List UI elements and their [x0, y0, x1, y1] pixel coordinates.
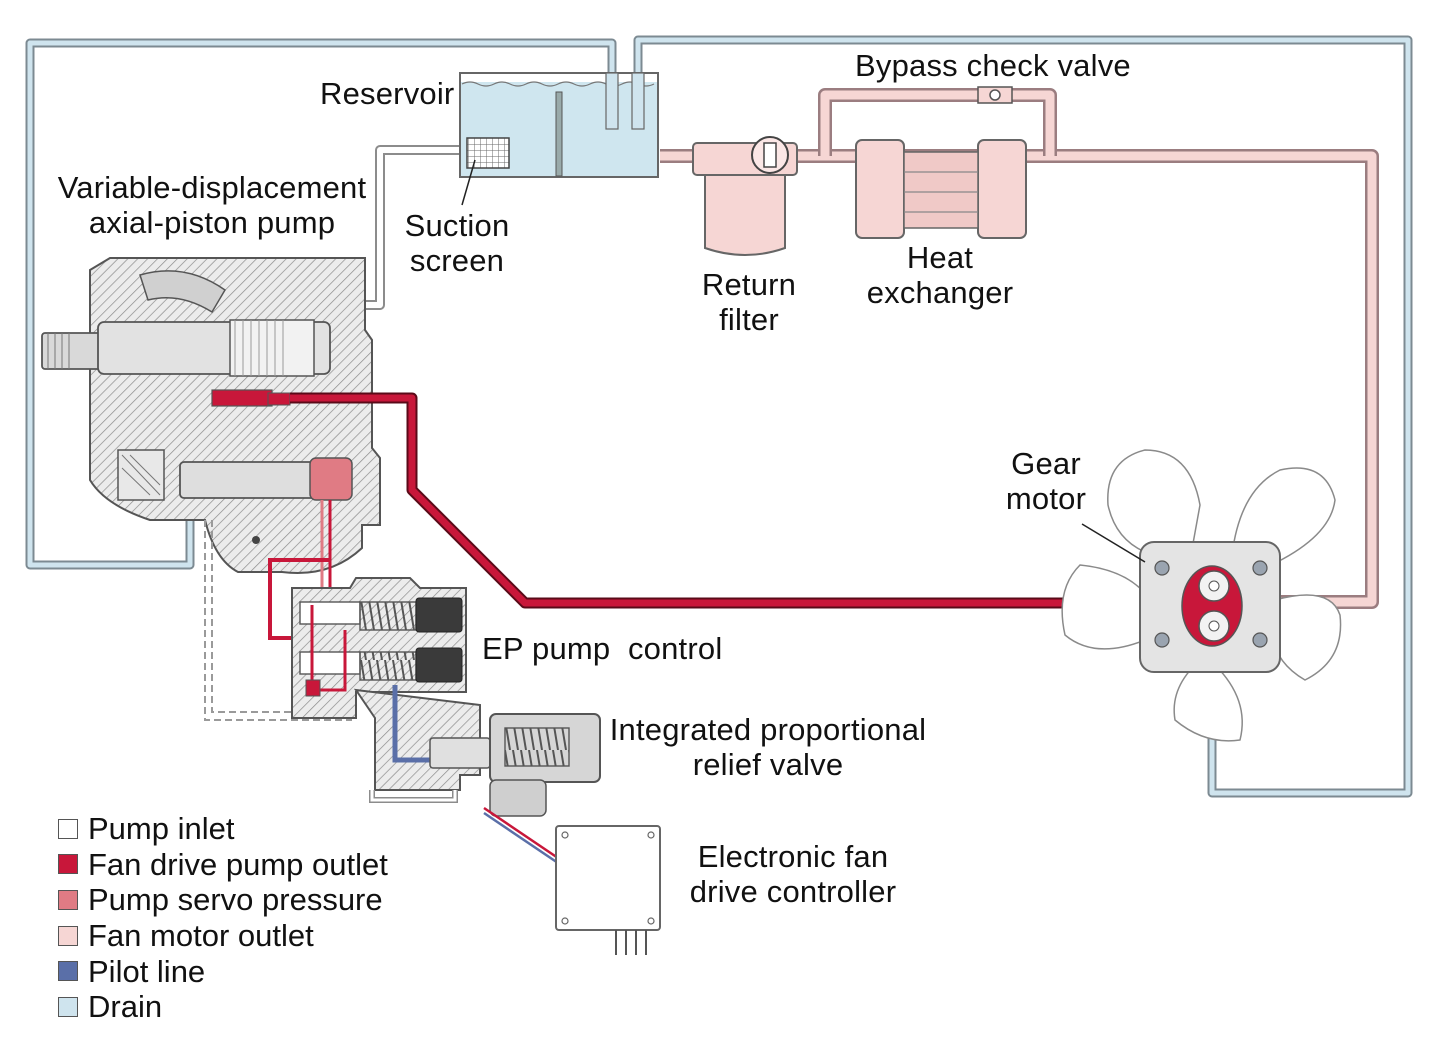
- ep-pump-control: [291, 577, 467, 719]
- legend-item-fan-drive-pump-outlet: Fan drive pump outlet: [58, 847, 388, 883]
- heat-exchanger-label-line-1: Heat: [906, 240, 974, 275]
- controller-label: Electronic fan drive controller: [678, 839, 908, 909]
- bypass-check-valve: [977, 86, 1013, 104]
- gear-motor-label-line-1: Gear: [1011, 446, 1081, 481]
- suction-screen-label: Suction screen: [396, 208, 518, 278]
- legend-item-drain: Drain: [58, 989, 388, 1025]
- pump-label: Variable-displacement axial-piston pump: [52, 170, 372, 240]
- axial-piston-pump: [41, 257, 381, 574]
- gear-motor-label: Gear motor: [994, 446, 1098, 516]
- suction-screen-label-line-2: screen: [409, 243, 505, 278]
- legend-label: Drain: [88, 989, 163, 1025]
- return-filter-label: Return filter: [690, 267, 808, 337]
- relief-valve-label: Integrated proportional relief valve: [600, 712, 936, 782]
- pump-inlet-line: [355, 145, 465, 310]
- gear-motor-label-line-2: motor: [1005, 481, 1087, 516]
- legend-item-pilot-line: Pilot line: [58, 953, 388, 989]
- heat-exchanger-label: Heat exchanger: [860, 240, 1020, 310]
- ep-pump-control-label: EP pump control: [482, 631, 723, 666]
- heat-exchanger: [855, 139, 1027, 239]
- legend: Pump inlet Fan drive pump outlet Pump se…: [58, 811, 388, 1025]
- return-filter-label-line-1: Return: [701, 267, 797, 302]
- legend-label: Pump servo pressure: [88, 882, 383, 918]
- legend-item-pump-inlet: Pump inlet: [58, 811, 388, 847]
- gear-motor: [1139, 541, 1281, 673]
- return-filter-label-line-2: filter: [719, 302, 779, 337]
- reservoir: [459, 72, 659, 178]
- drain-lines: [25, 35, 1413, 798]
- legend-label: Fan motor outlet: [88, 918, 314, 954]
- legend-label: Fan drive pump outlet: [88, 846, 388, 882]
- controller-wires: [483, 806, 559, 865]
- pump-label-line-2: axial-piston pump: [88, 205, 336, 240]
- pump-servo-lines: [204, 500, 352, 721]
- fan-drive-pump-outlet-line: [290, 392, 1190, 609]
- relief-valve-label-line-2: relief valve: [692, 747, 844, 782]
- legend-swatch: [58, 925, 78, 946]
- legend-swatch: [58, 889, 78, 910]
- heat-exchanger-label-line-2: exchanger: [866, 275, 1014, 310]
- proportional-relief-valve: [353, 685, 601, 817]
- legend-label: Pump inlet: [88, 811, 235, 847]
- electronic-fan-drive-controller: [555, 825, 661, 955]
- legend-item-pump-servo-pressure: Pump servo pressure: [58, 882, 388, 918]
- reservoir-label: Reservoir: [320, 76, 455, 111]
- controller-label-line-2: drive controller: [689, 874, 897, 909]
- legend-swatch: [58, 818, 78, 839]
- bypass-check-valve-label: Bypass check valve: [855, 48, 1131, 83]
- legend-swatch: [58, 996, 78, 1017]
- legend-label: Pilot line: [88, 953, 206, 989]
- legend-swatch: [58, 854, 78, 875]
- leader-lines: [461, 159, 1146, 563]
- legend-item-fan-motor-outlet: Fan motor outlet: [58, 918, 388, 954]
- return-filter: [692, 136, 798, 256]
- pump-label-line-1: Variable-displacement: [57, 170, 367, 205]
- legend-swatch: [58, 961, 78, 982]
- relief-valve-label-line-1: Integrated proportional: [609, 712, 927, 747]
- suction-screen-label-line-1: Suction: [404, 208, 510, 243]
- controller-label-line-1: Electronic fan: [697, 839, 889, 874]
